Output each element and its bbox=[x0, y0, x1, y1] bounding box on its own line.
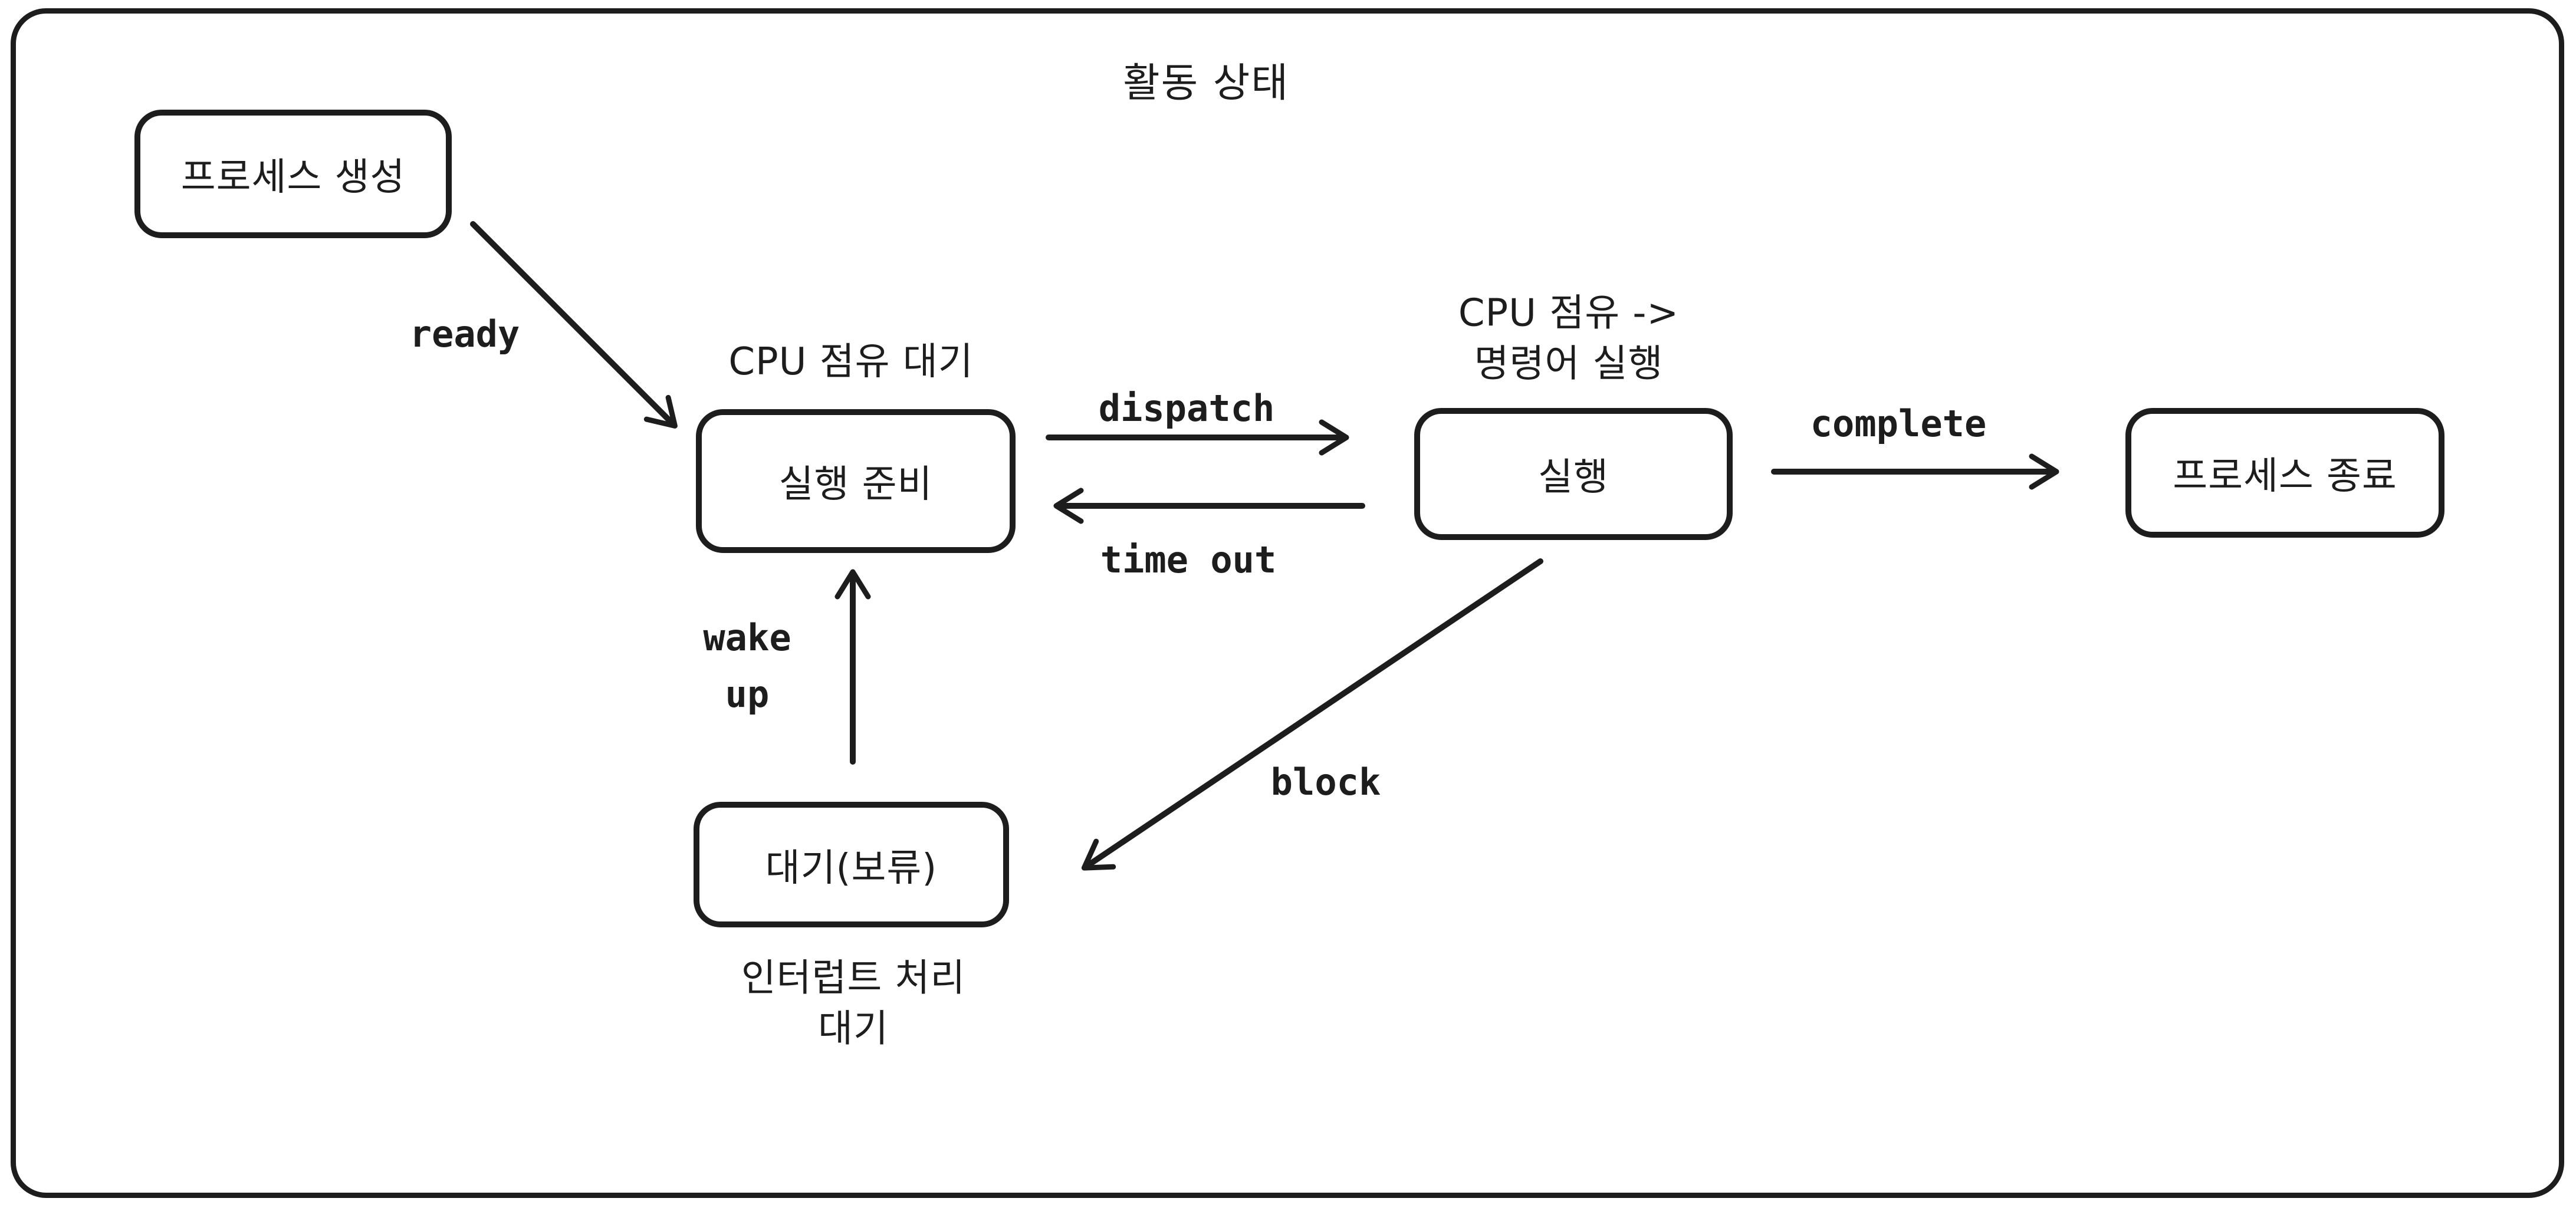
caption-cpu-occupation-run: CPU 점유 -> 명령어 실행 bbox=[1458, 288, 1679, 390]
edge-label-dispatch: dispatch bbox=[1098, 387, 1275, 430]
caption-cpu-occupation-run-line1: CPU 점유 -> bbox=[1458, 291, 1680, 335]
arrow-block bbox=[1081, 558, 1543, 871]
edge-label-wakeup: wake up bbox=[703, 610, 791, 723]
diagram-title: 활동 상태 bbox=[1123, 60, 1289, 107]
state-node-process-create-label: 프로세스 생성 bbox=[180, 156, 406, 199]
caption-interrupt-wait-line1: 인터럽트 처리 bbox=[741, 956, 966, 1000]
state-node-running: 실행 bbox=[1414, 408, 1733, 540]
caption-cpu-occupation-wait: CPU 점유 대기 bbox=[728, 340, 974, 384]
caption-cpu-occupation-run-line2: 명령어 실행 bbox=[1474, 343, 1664, 386]
state-node-waiting-label: 대기(보류) bbox=[765, 846, 938, 890]
edge-label-wakeup-line2: up bbox=[725, 673, 770, 716]
state-node-process-terminate: 프로세스 종료 bbox=[2125, 408, 2444, 538]
edge-label-wakeup-line1: wake bbox=[703, 615, 791, 659]
caption-interrupt-wait: 인터럽트 처리 대기 bbox=[741, 953, 966, 1055]
edge-label-block: block bbox=[1270, 761, 1381, 804]
state-node-waiting: 대기(보류) bbox=[694, 802, 1009, 927]
caption-interrupt-wait-line2: 대기 bbox=[818, 1008, 889, 1051]
edge-label-timeout: time out bbox=[1100, 538, 1277, 582]
edge-label-ready: ready bbox=[409, 312, 520, 356]
edge-label-complete: complete bbox=[1810, 402, 1987, 446]
state-node-ready-label: 실행 준비 bbox=[778, 463, 933, 506]
state-node-process-terminate-label: 프로세스 종료 bbox=[2173, 455, 2397, 498]
diagram-outer-frame bbox=[11, 8, 2564, 1198]
state-node-process-create: 프로세스 생성 bbox=[134, 110, 452, 238]
state-node-ready: 실행 준비 bbox=[696, 409, 1016, 553]
arrow-ready bbox=[470, 221, 678, 429]
state-node-running-label: 실행 bbox=[1538, 456, 1609, 499]
